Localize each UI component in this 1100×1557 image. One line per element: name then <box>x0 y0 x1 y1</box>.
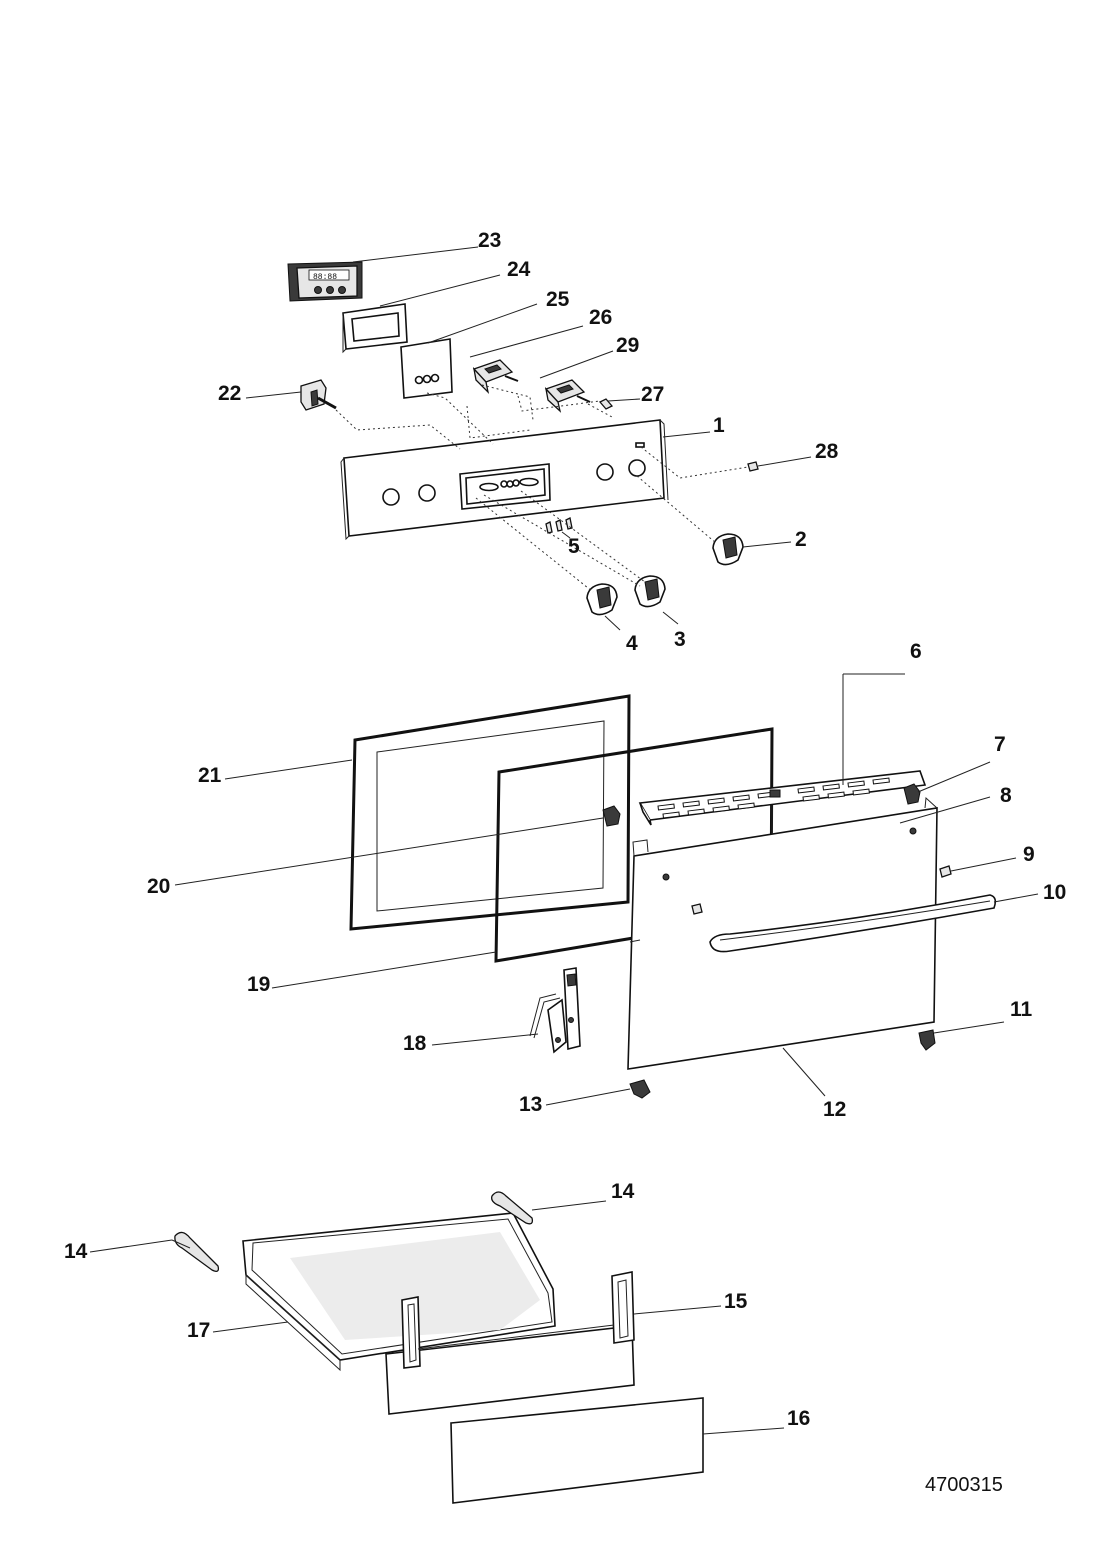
part-label-22: 22 <box>218 382 241 405</box>
drawer-slide-left <box>174 1231 220 1272</box>
part-label-1: 1 <box>713 414 725 437</box>
part-label-26: 26 <box>589 306 612 329</box>
drawer-front-frame <box>385 1271 635 1415</box>
part-label-5: 5 <box>568 535 580 558</box>
part-label-23: 23 <box>478 229 501 252</box>
knob-3 <box>634 575 666 608</box>
part-label-11: 11 <box>1010 998 1033 1021</box>
timer-programmer: 88:88 <box>287 261 363 302</box>
part-label-17: 17 <box>187 1319 210 1342</box>
part-label-12: 12 <box>823 1098 846 1121</box>
drawer-slide-right <box>491 1191 534 1225</box>
pins-5 <box>545 517 573 534</box>
part-label-14-left: 14 <box>64 1240 88 1263</box>
part-label-13: 13 <box>519 1093 542 1116</box>
part-label-29: 29 <box>616 334 639 357</box>
drawer-tray <box>242 1212 556 1372</box>
timer-frame <box>342 303 408 354</box>
part-label-15: 15 <box>724 1290 748 1313</box>
part-label-27: 27 <box>641 383 664 406</box>
selector-22 <box>300 379 337 411</box>
part-label-9: 9 <box>1023 843 1035 866</box>
clip-11 <box>918 1029 936 1051</box>
part-label-8: 8 <box>1000 784 1012 807</box>
part-label-16: 16 <box>787 1407 810 1430</box>
control-panel <box>340 419 669 541</box>
part-label-2: 2 <box>795 528 807 551</box>
door-hinge <box>529 967 581 1054</box>
part-label-10: 10 <box>1043 881 1066 904</box>
part-label-21: 21 <box>198 764 222 787</box>
block-9 <box>939 865 952 878</box>
part-label-20: 20 <box>147 875 170 898</box>
part-label-24: 24 <box>507 258 531 281</box>
knob-4 <box>586 583 618 616</box>
outer-door-glass <box>349 694 631 931</box>
part-label-3: 3 <box>674 628 686 651</box>
knob-2 <box>712 533 744 566</box>
part-label-14-right: 14 <box>611 1180 635 1203</box>
switch-29 <box>544 379 591 413</box>
part-label-4: 4 <box>626 632 638 655</box>
part-label-18: 18 <box>403 1032 427 1055</box>
clip-28 <box>747 461 759 472</box>
leader-lines <box>89 246 1039 1435</box>
door-handle <box>709 894 997 953</box>
part-label-25: 25 <box>546 288 570 311</box>
pin-27 <box>598 398 614 410</box>
timer-display-text: 88:88 <box>313 273 337 282</box>
part-label-28: 28 <box>815 440 839 463</box>
part-number-labels: 23 24 25 26 29 27 22 1 28 2 5 3 4 6 7 8 … <box>64 229 1066 1430</box>
assembly-lines-panel <box>335 384 749 593</box>
part-label-7: 7 <box>994 733 1006 756</box>
clip-13 <box>629 1079 651 1099</box>
part-label-19: 19 <box>247 973 270 996</box>
clip-20 <box>602 805 621 827</box>
part-label-6: 6 <box>910 640 922 663</box>
clip-7 <box>903 783 921 805</box>
drawer-front-panel <box>450 1397 704 1504</box>
switch-26 <box>472 359 519 394</box>
door-top-frame <box>638 770 927 826</box>
button-plate <box>400 338 453 399</box>
document-number: 4700315 <box>925 1474 1003 1496</box>
